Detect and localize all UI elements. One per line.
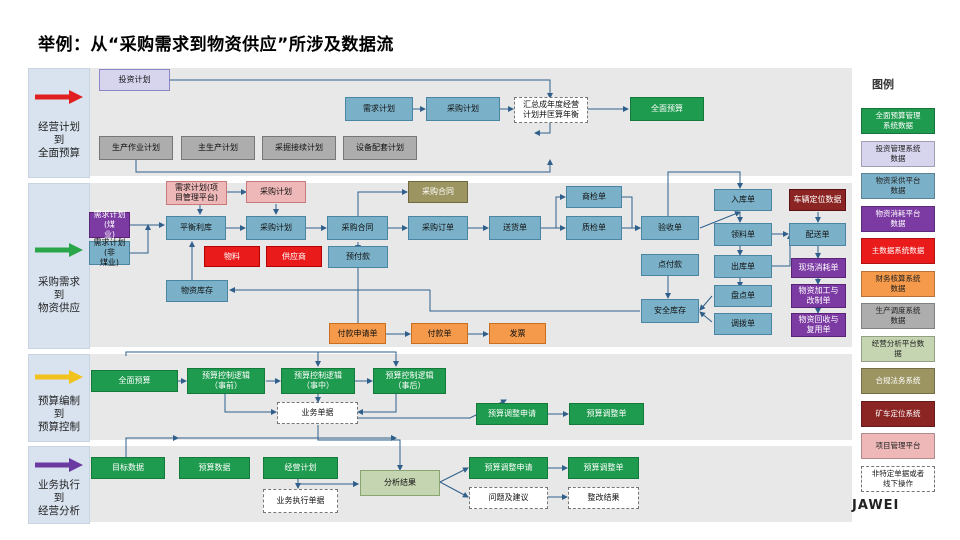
box-tiaozheng2: 预算调整单 <box>568 457 639 479</box>
section-budget: 预算编制 到 预算控制 <box>28 354 90 442</box>
box-xuqiu: 需求计划 <box>345 97 413 121</box>
box-tiaozheng-sq1: 预算调整申请 <box>476 403 548 425</box>
legend-item: 生产调度系统 数据 <box>861 303 935 329</box>
footer-logo: JAWEI <box>852 498 900 513</box>
box-wenti: 问题及建议 <box>469 487 548 509</box>
box-songhuo: 送货单 <box>489 216 541 240</box>
purple-arrow-icon <box>35 458 83 472</box>
box-kz-middle: 预算控制逻辑 （事中） <box>281 368 355 394</box>
box-quanmian1: 全面预算 <box>630 97 704 121</box>
box-huizong: 汇总成年度经营 计划并匡算年衡 <box>514 97 588 123</box>
section-budget-label: 预算编制 到 预算控制 <box>38 395 80 433</box>
box-caigou-he-top: 采购合同 <box>408 181 468 203</box>
legend-item: 主数据系统数据 <box>861 238 935 264</box>
box-pandian: 盘点单 <box>714 285 772 307</box>
section-plan: 经营计划 到 全面预算 <box>28 68 90 178</box>
section-purchase: 采购需求 到 物资供应 <box>28 183 90 349</box>
legend-item: 物资消耗平台 数据 <box>861 205 935 232</box>
box-fukuan-sq: 付款申请单 <box>329 323 386 344</box>
box-xianchang: 现场消耗单 <box>791 258 846 278</box>
box-jingying-jh: 经营计划 <box>263 457 338 479</box>
box-chuku: 出库单 <box>714 255 772 278</box>
legend-item: 投资管理系统 数据 <box>861 140 935 167</box>
box-jiagong: 物资加工与 改制单 <box>791 284 846 308</box>
legend-title: 图例 <box>872 78 894 91</box>
box-shengchan: 生产作业计划 <box>99 136 173 160</box>
box-fapiao: 发票 <box>489 323 546 344</box>
box-huishou: 物资回收与 复用单 <box>791 313 846 337</box>
legend-item: 全面预算管理 系统数据 <box>861 108 935 134</box>
box-tiaozheng1: 预算调整单 <box>569 403 644 425</box>
box-yewu-zhixing: 业务执行单据 <box>263 489 338 513</box>
box-fukuan: 付款单 <box>411 323 468 344</box>
box-yusuan-shuju: 预算数据 <box>179 457 250 479</box>
green-arrow-icon <box>35 243 83 257</box>
box-gongying: 供应商 <box>266 246 322 267</box>
legend-item: 项目管理平台 <box>861 433 935 459</box>
box-touzi: 投资计划 <box>99 69 170 91</box>
box-cheliang: 车辆定位数据 <box>789 189 846 211</box>
section-purchase-label: 采购需求 到 物资供应 <box>38 276 80 314</box>
section-plan-label: 经营计划 到 全面预算 <box>38 121 80 159</box>
box-yanshou: 验收单 <box>641 216 699 240</box>
box-caigou-he: 采购合同 <box>327 216 388 240</box>
box-mubiao: 目标数据 <box>91 457 165 479</box>
box-yewu-danju: 业务单据 <box>277 402 358 424</box>
legend-item: 物资采供平台 数据 <box>861 173 935 199</box>
page-title: 举例：从“采购需求到物资供应”所涉及数据流 <box>38 35 394 55</box>
box-wuzi-kucun: 物资库存 <box>166 280 228 302</box>
box-kz-after: 预算控制逻辑 （事后） <box>373 368 446 394</box>
box-lingliao: 领料单 <box>714 223 772 246</box>
box-fenxi: 分析结果 <box>360 470 440 496</box>
box-diaobo: 调拨单 <box>714 313 772 335</box>
box-kz-before: 预算控制逻辑 （事前） <box>187 368 265 394</box>
box-caigou1: 采购计划 <box>426 97 500 121</box>
legend-item: 非特定单据或者 线下操作 <box>861 465 935 492</box>
box-caijue: 采掘接续计划 <box>262 136 336 160</box>
section-execution-label: 业务执行 到 经营分析 <box>38 479 80 517</box>
legend-item: 合规法务系统 <box>861 368 935 394</box>
box-xuqiu-feimei: 需求计划(非 煤业) <box>89 238 130 267</box>
box-caigou-pink: 采购计划 <box>246 181 306 203</box>
box-tiaozheng-sq2: 预算调整申请 <box>469 457 548 479</box>
box-anquan: 安全库存 <box>641 299 699 323</box>
section-execution: 业务执行 到 经营分析 <box>28 446 90 524</box>
box-dianfu: 点付款 <box>641 254 699 276</box>
red-arrow-icon <box>35 90 83 104</box>
box-shangjian: 商检单 <box>566 186 622 208</box>
box-quanmian2: 全面预算 <box>91 370 178 392</box>
box-ruku: 入库单 <box>714 189 772 211</box>
box-shebei: 设备配套计划 <box>343 136 417 160</box>
box-yufu: 预付款 <box>328 246 388 268</box>
box-zhijian: 质检单 <box>566 216 622 240</box>
legend-item: 矿车定位系统 <box>861 400 935 427</box>
box-peisong: 配送单 <box>789 223 846 246</box>
box-xuqiu-mei: 需求计划(煤 业) <box>89 210 130 239</box>
box-caigou-ding: 采购订单 <box>408 216 468 240</box>
box-wuliao: 物料 <box>204 246 260 267</box>
box-zhusheng: 主生产计划 <box>181 136 255 160</box>
legend-item: 财务核算系统 数据 <box>861 270 935 297</box>
yellow-arrow-icon <box>35 370 83 384</box>
box-xuqiu-proj: 需求计划(项 目管理平台) <box>166 181 227 205</box>
box-caigou2: 采购计划 <box>246 216 306 240</box>
legend-item: 经营分析平台数 据 <box>861 335 935 362</box>
box-zhenggai: 整改结果 <box>568 487 639 509</box>
box-pingheng: 平衡利库 <box>166 216 226 240</box>
